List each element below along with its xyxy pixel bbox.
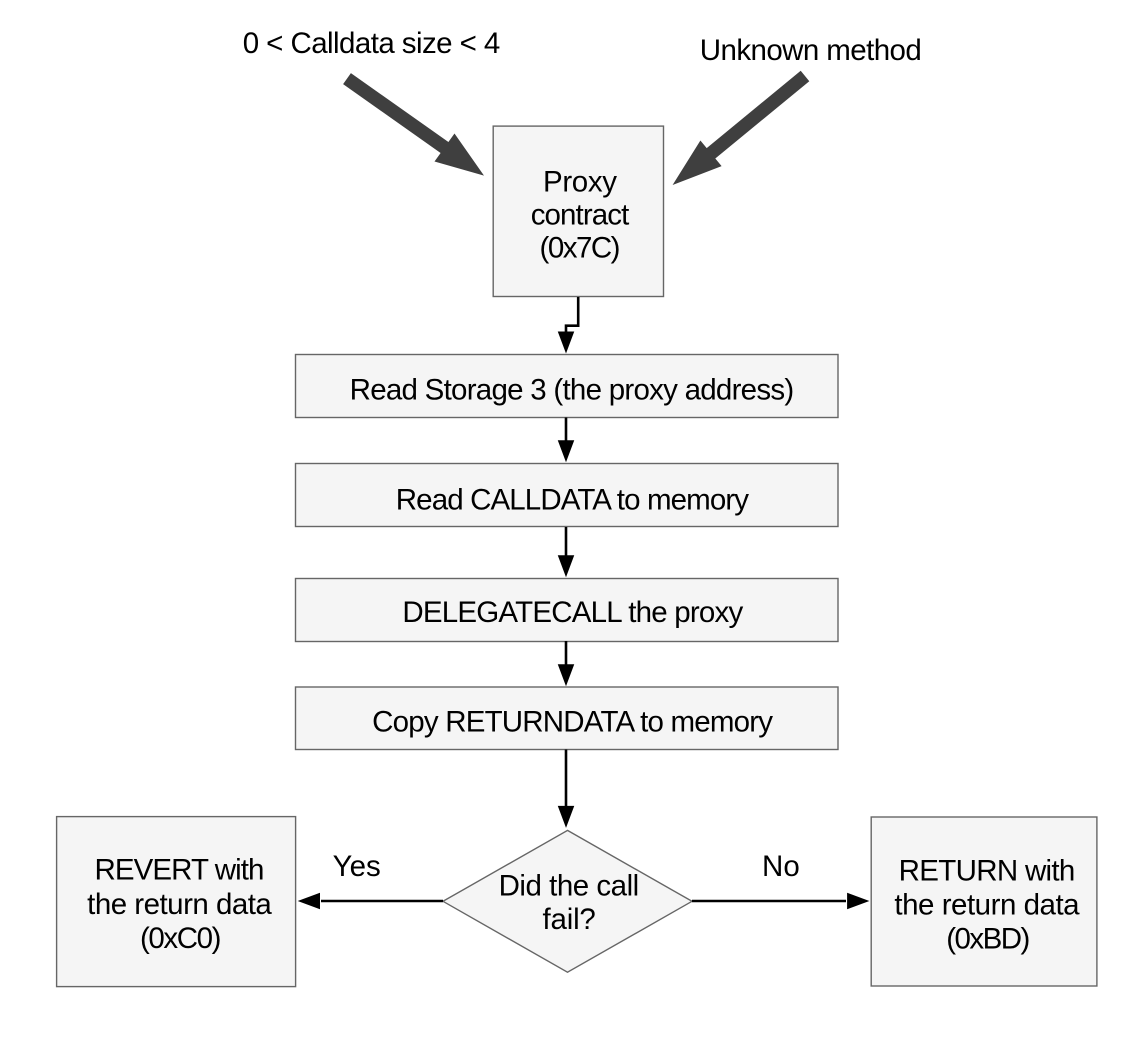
svg-text:(0xC0): (0xC0)	[140, 922, 221, 955]
svg-text:the return data: the return data	[894, 889, 1080, 922]
svg-text:Yes: Yes	[333, 850, 381, 883]
svg-text:No: No	[762, 850, 800, 883]
svg-text:REVERT with: REVERT with	[95, 854, 265, 887]
svg-text:Did the call: Did the call	[499, 870, 640, 903]
svg-text:RETURN with: RETURN with	[899, 855, 1076, 888]
svg-text:Unknown method: Unknown method	[700, 34, 922, 67]
svg-text:(0xBD): (0xBD)	[946, 923, 1030, 956]
svg-text:DELEGATECALL the proxy: DELEGATECALL the proxy	[402, 596, 743, 629]
svg-text:(0x7C): (0x7C)	[540, 232, 621, 265]
svg-text:fail?: fail?	[543, 903, 596, 936]
svg-text:contract: contract	[531, 199, 630, 232]
svg-text:Read Storage 3 (the proxy addr: Read Storage 3 (the proxy address)	[350, 374, 795, 407]
svg-text:0 < Calldata size < 4: 0 < Calldata size < 4	[243, 27, 501, 60]
svg-text:Proxy: Proxy	[543, 166, 617, 199]
svg-text:Copy RETURNDATA to memory: Copy RETURNDATA to memory	[372, 706, 773, 739]
svg-text:the return data: the return data	[87, 888, 272, 921]
svg-text:Read CALLDATA to memory: Read CALLDATA to memory	[396, 484, 750, 517]
